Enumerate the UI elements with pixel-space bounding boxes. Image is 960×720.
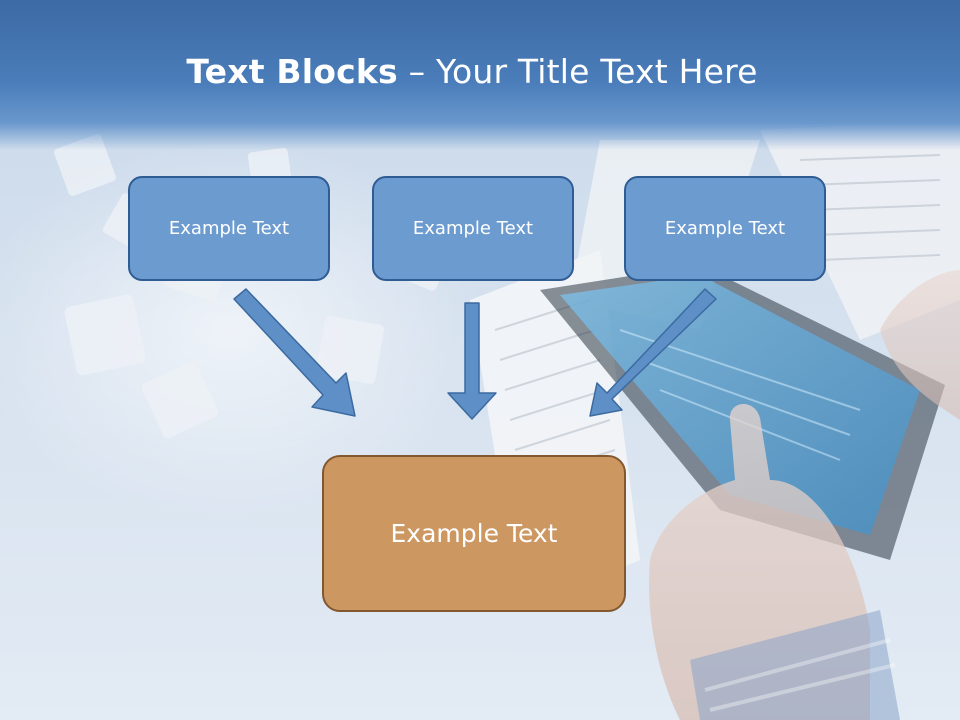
text-block-top-right-label: Example Text [664, 218, 786, 239]
slide-title: Text Blocks – Your Title Text Here [0, 52, 944, 91]
arrow-right [589, 288, 717, 417]
arrow-center [447, 302, 497, 420]
text-block-top-center-label: Example Text [412, 218, 534, 239]
text-block-bottom[interactable]: Example Text [322, 455, 626, 612]
text-block-top-left[interactable]: Example Text [128, 176, 330, 281]
header-band [0, 0, 960, 150]
text-block-top-right[interactable]: Example Text [624, 176, 826, 281]
title-separator: – [397, 52, 436, 91]
title-bold: Text Blocks [186, 52, 398, 91]
text-block-top-center[interactable]: Example Text [372, 176, 574, 281]
text-block-bottom-label: Example Text [390, 519, 558, 548]
text-block-top-left-label: Example Text [168, 218, 290, 239]
arrow-left [233, 288, 356, 417]
title-rest: Your Title Text Here [435, 52, 758, 91]
